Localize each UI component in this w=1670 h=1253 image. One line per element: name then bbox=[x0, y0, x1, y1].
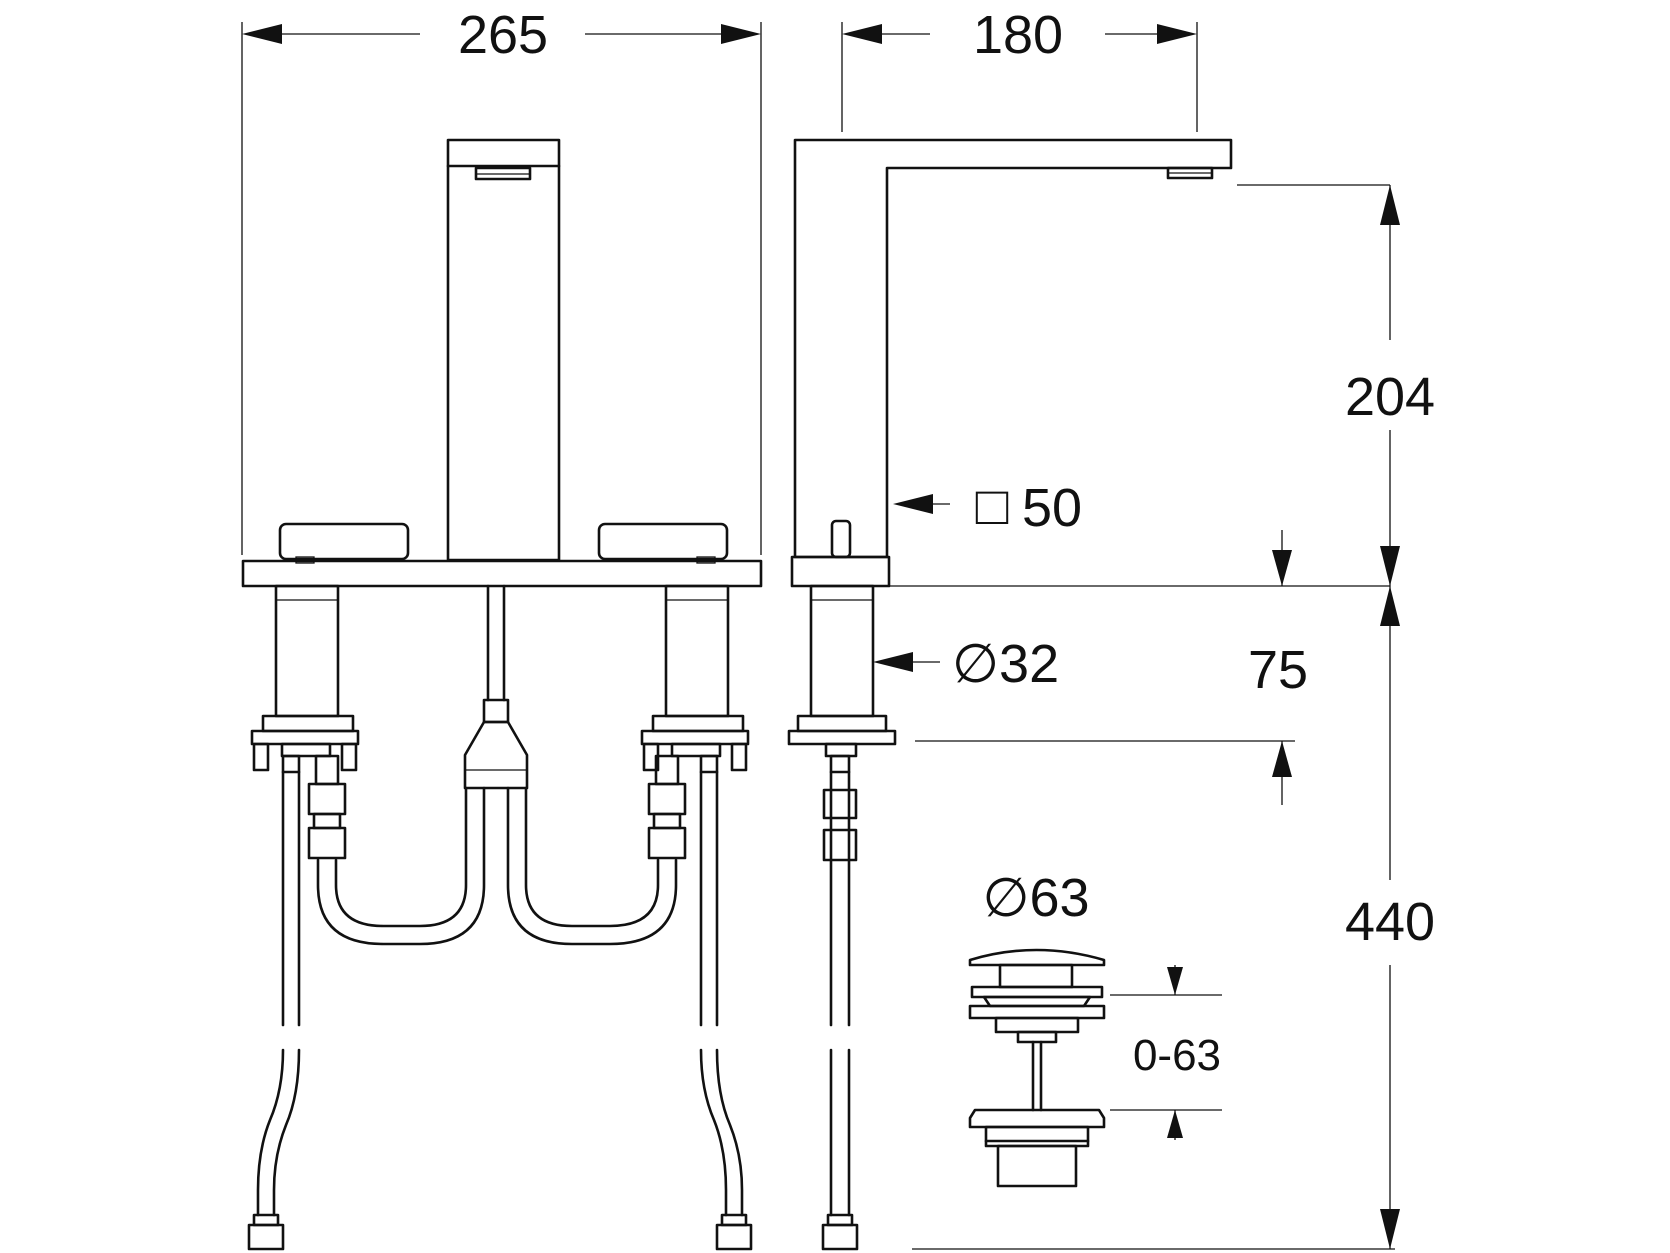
side-valve-body bbox=[787, 584, 897, 774]
front-deck-plate bbox=[241, 559, 763, 588]
front-supply-hose-left bbox=[247, 754, 301, 1251]
dimension-label-440: 440 bbox=[1345, 892, 1435, 952]
front-valve-body-left bbox=[250, 584, 360, 772]
dimension-body-length: 75 bbox=[889, 530, 1390, 805]
front-quick-connector-left bbox=[307, 754, 347, 860]
side-lever bbox=[830, 519, 852, 559]
dimension-label-d63: ∅63 bbox=[982, 868, 1089, 928]
dimension-label-204: 204 bbox=[1345, 367, 1435, 427]
dimension-width-side: 180 bbox=[841, 5, 1198, 132]
dimension-spout-square: □ 50 bbox=[893, 476, 1082, 538]
front-handle-left bbox=[278, 522, 410, 561]
waste-body bbox=[968, 1108, 1106, 1129]
dimension-body-diameter: ∅32 bbox=[873, 634, 1059, 694]
front-supply-hose-right bbox=[699, 754, 753, 1251]
dimension-label-0-63: 0-63 bbox=[1133, 1031, 1221, 1080]
side-view bbox=[787, 138, 1233, 1251]
dimension-waste-stroke: 0-63 bbox=[1110, 965, 1222, 1140]
dimension-spout-height: 204 bbox=[1237, 184, 1435, 586]
side-deck-plate bbox=[790, 555, 891, 588]
side-supply-hose bbox=[821, 770, 859, 1251]
dimension-label-180: 180 bbox=[973, 5, 1063, 65]
square-symbol: □ bbox=[976, 476, 1009, 536]
waste-cap bbox=[968, 948, 1106, 967]
front-connecting-hoses bbox=[316, 786, 678, 946]
dimension-label-50: 50 bbox=[1022, 478, 1082, 538]
dimension-hose-length: 440 bbox=[912, 586, 1435, 1250]
dimension-label-75: 75 bbox=[1248, 640, 1308, 700]
dimension-label-d32: ∅32 bbox=[952, 634, 1059, 694]
front-handle-right bbox=[597, 522, 729, 561]
front-valve-body-right bbox=[640, 584, 750, 772]
front-spout bbox=[446, 138, 561, 562]
front-quick-connector-right bbox=[647, 754, 687, 860]
side-spout bbox=[793, 138, 1233, 559]
front-tee-connector bbox=[463, 584, 529, 790]
push-waste-drain: ∅63 bbox=[968, 868, 1106, 1188]
dimension-label-265: 265 bbox=[458, 5, 548, 65]
dimension-width-front: 265 bbox=[241, 5, 762, 555]
front-view bbox=[241, 138, 763, 1251]
